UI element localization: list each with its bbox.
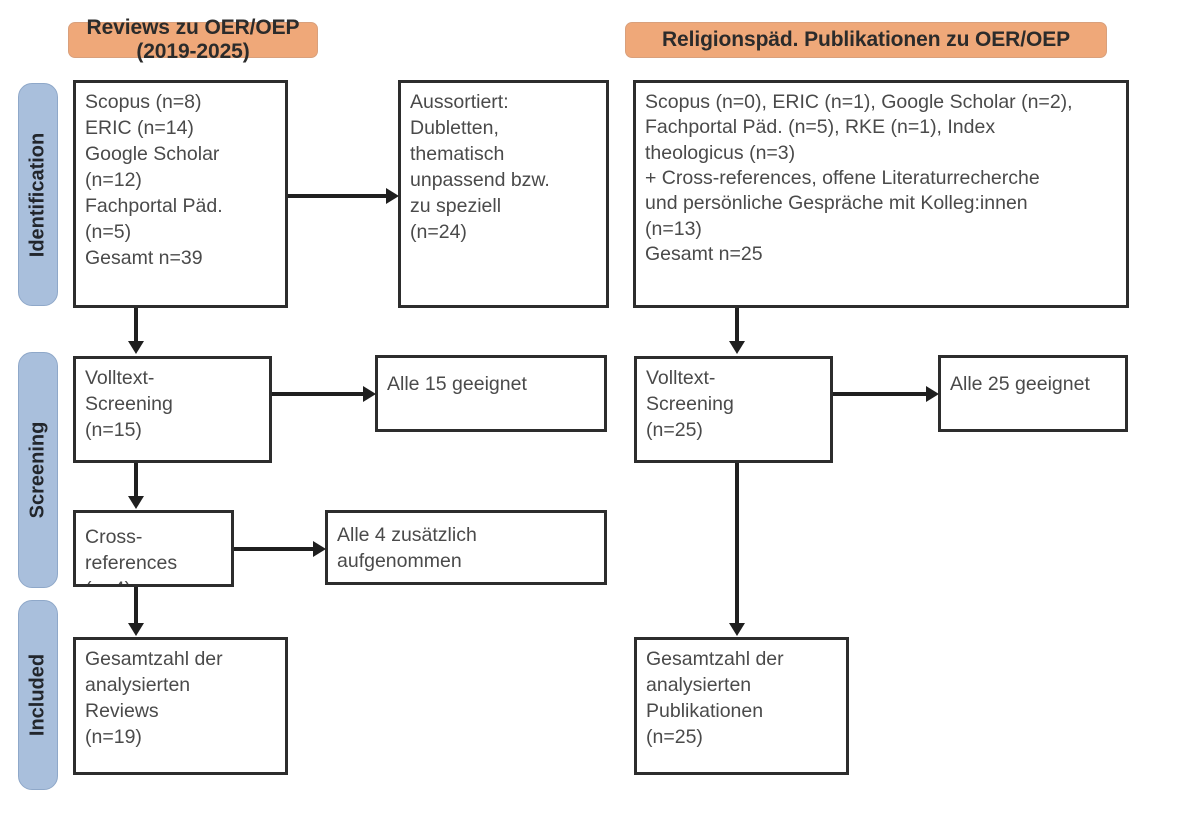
left-excluded-box: Aussortiert: Dubletten, thematisch unpas… [398, 80, 609, 308]
arrowhead-right-sources-to-fulltext [729, 341, 745, 354]
stage-label-identification: Identification [26, 132, 49, 257]
connector-left-fulltext-to-eligible [272, 392, 363, 396]
arrowhead-right-fulltext-to-included [729, 623, 745, 636]
connector-left-sources-to-fulltext [134, 308, 138, 343]
left-eligible-box: Alle 15 geeignet [375, 355, 607, 432]
arrowhead-left-fulltext-to-crossref [128, 496, 144, 509]
arrowhead-left-sources-to-fulltext [128, 341, 144, 354]
arrowhead-left-fulltext-to-eligible [363, 386, 376, 402]
arrowhead-left-sources-to-excluded [386, 188, 399, 204]
left-included-total-box: Gesamtzahl der analysierten Reviews (n=1… [73, 637, 288, 775]
connector-left-crossref-to-included [134, 587, 138, 625]
connector-left-sources-to-excluded [288, 194, 386, 198]
stage-bar-screening: Screening [18, 352, 58, 588]
left-sources-box: Scopus (n=8) ERIC (n=14) Google Scholar … [73, 80, 288, 308]
stage-label-included: Included [26, 653, 49, 737]
column-header-publications: Religionspäd. Publikationen zu OER/OEP [625, 22, 1107, 58]
arrowhead-left-crossref-to-included [128, 623, 144, 636]
stage-bar-identification: Identification [18, 83, 58, 306]
left-crossreferences-added-box: Alle 4 zusätzlich aufgenommen [325, 510, 607, 585]
connector-left-crossref-to-added [234, 547, 313, 551]
right-sources-box: Scopus (n=0), ERIC (n=1), Google Scholar… [633, 80, 1129, 308]
stage-label-screening: Screening [26, 421, 49, 519]
connector-right-fulltext-to-included [735, 463, 739, 625]
right-eligible-box: Alle 25 geeignet [938, 355, 1128, 432]
arrowhead-right-fulltext-to-eligible [926, 386, 939, 402]
column-header-reviews: Reviews zu OER/OEP (2019-2025) [68, 16, 318, 63]
right-fulltext-screening-box: Volltext- Screening (n=25) [634, 356, 833, 463]
connector-right-fulltext-to-eligible [833, 392, 926, 396]
connector-left-fulltext-to-crossref [134, 463, 138, 498]
stage-bar-included: Included [18, 600, 58, 790]
arrowhead-left-crossref-to-added [313, 541, 326, 557]
left-crossreferences-box: Cross-references (n=4) [73, 510, 234, 587]
left-fulltext-screening-box: Volltext- Screening (n=15) [73, 356, 272, 463]
connector-right-sources-to-fulltext [735, 308, 739, 343]
right-included-total-box: Gesamtzahl der analysierten Publikatione… [634, 637, 849, 775]
